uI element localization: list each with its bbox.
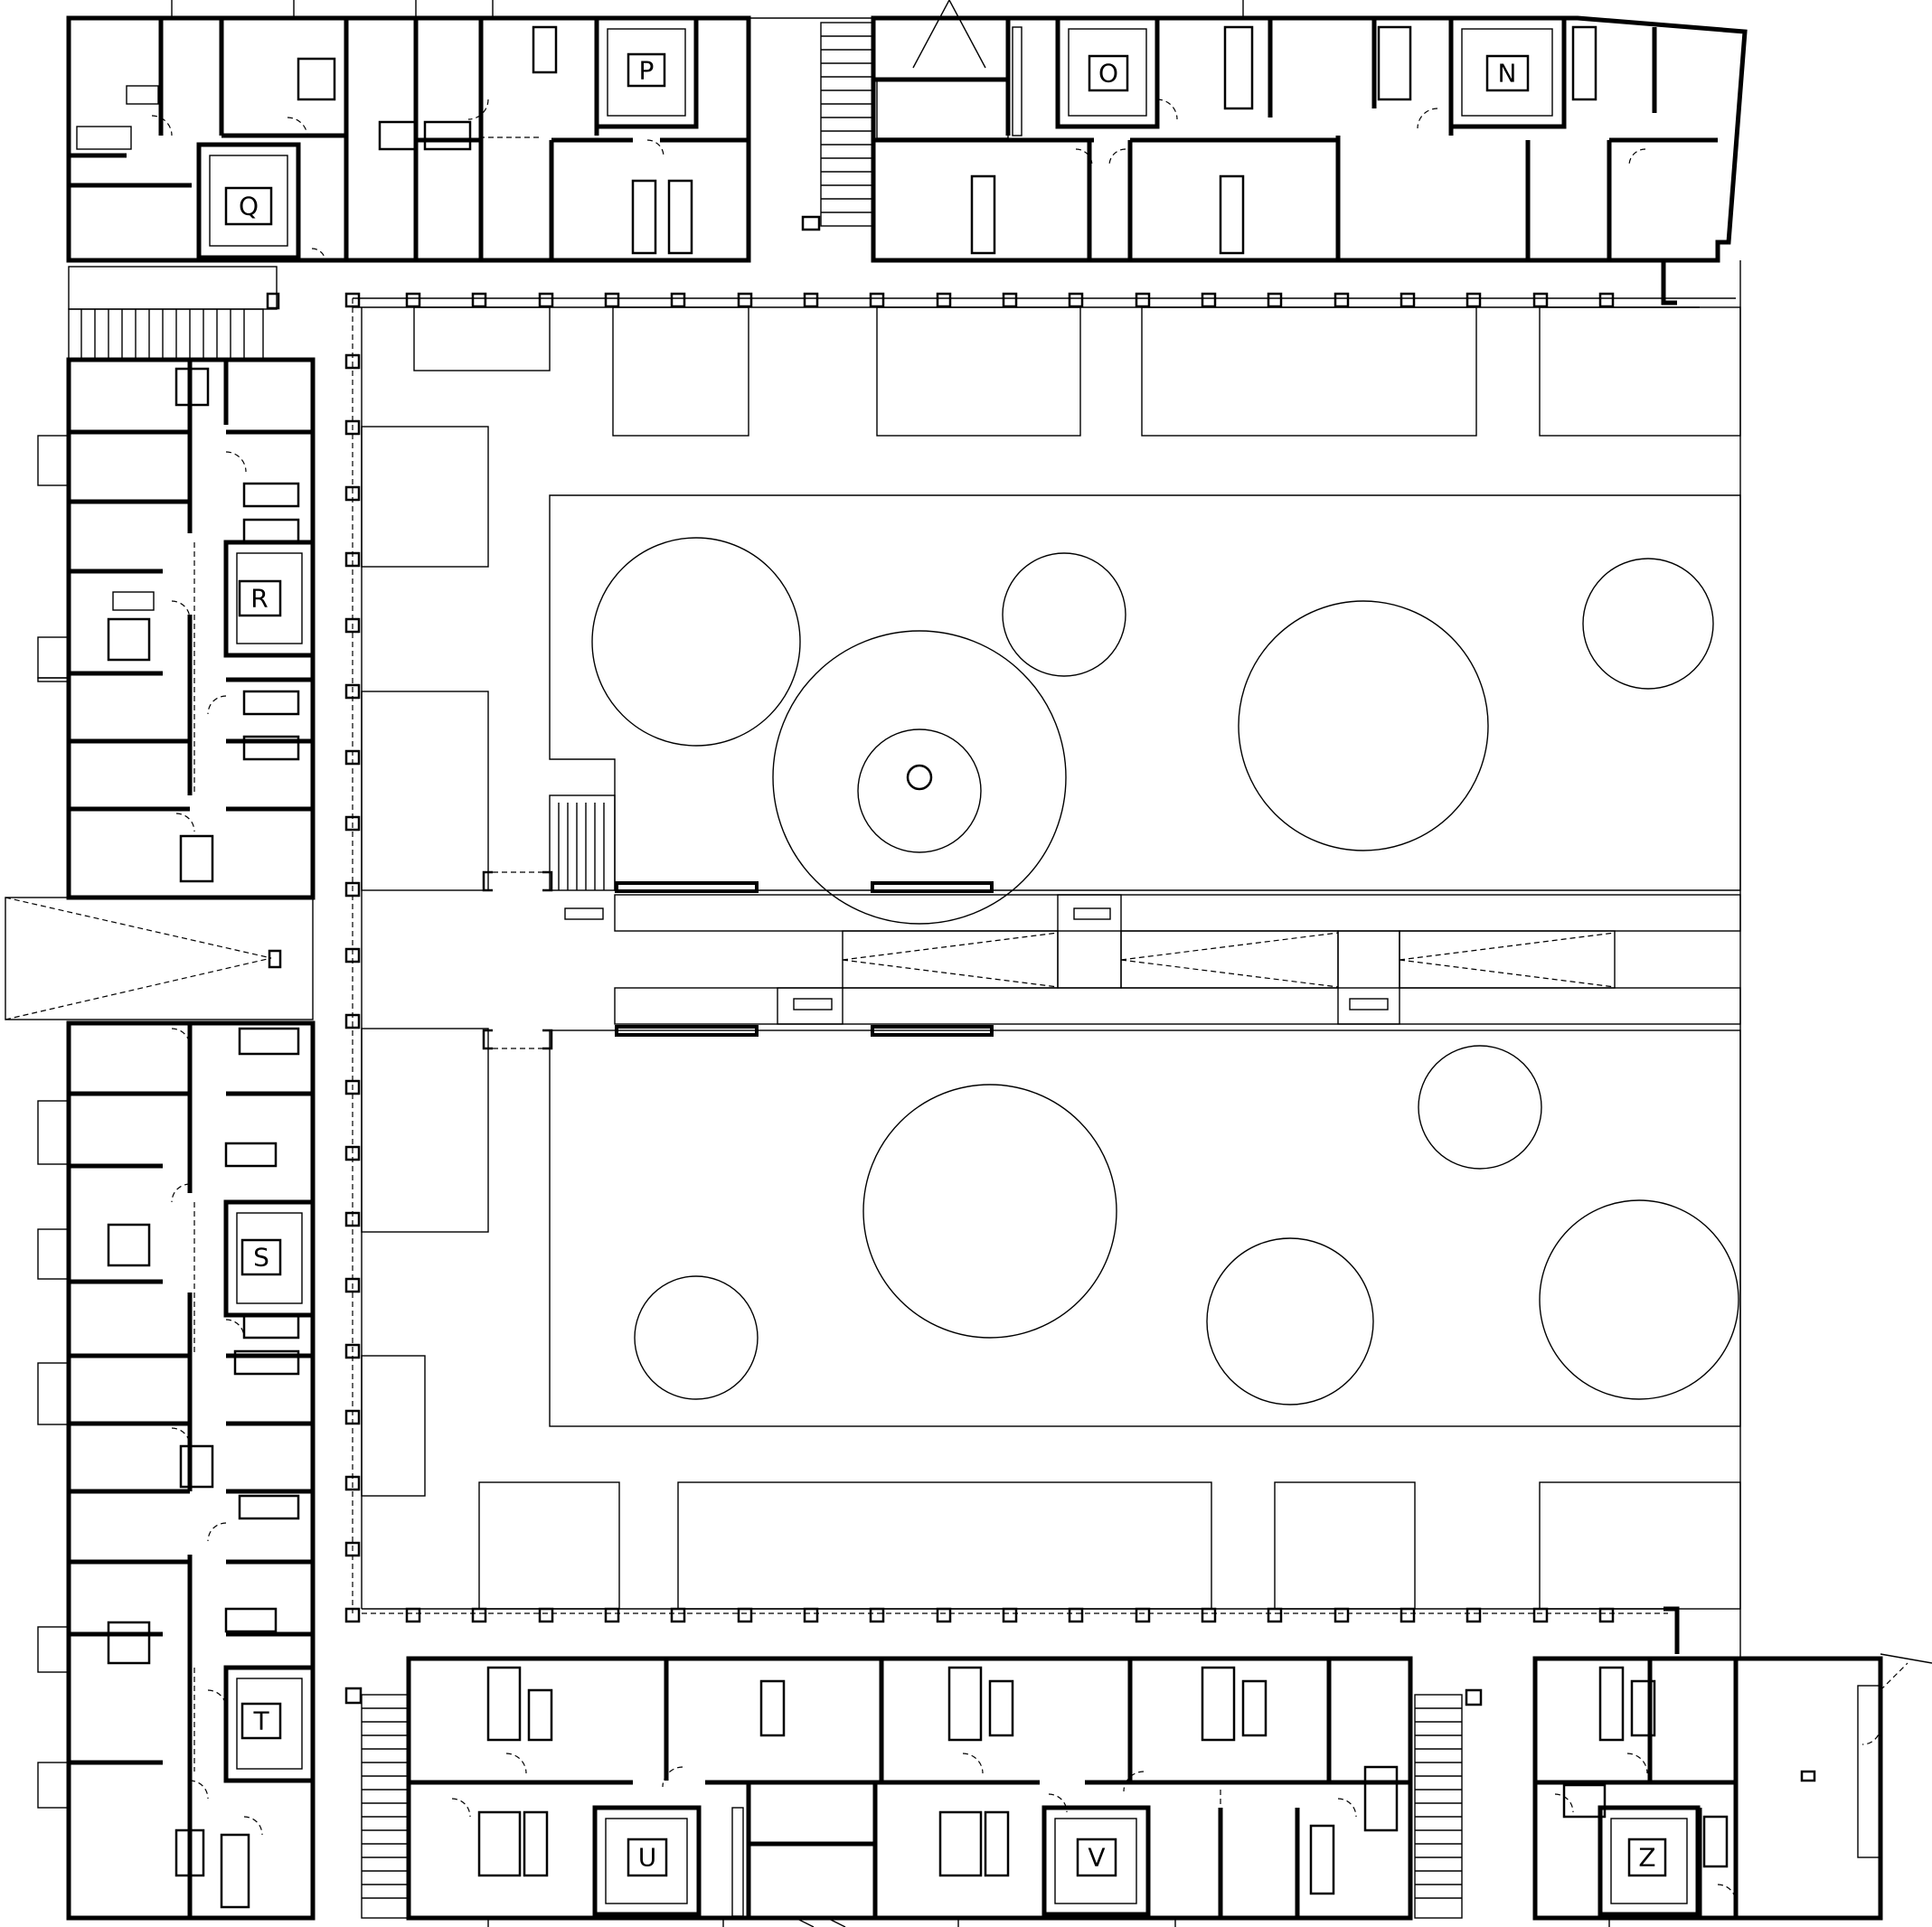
site-edge-ticks [171, 0, 1610, 1927]
ramp-left [5, 897, 314, 1020]
core-label-s: S [253, 1243, 269, 1273]
building-left-upper [37, 357, 316, 900]
building-bottom-uv [406, 1656, 1413, 1921]
core-labels: P O N Q R S T U V Z [239, 56, 1656, 1873]
core-label-t: T [252, 1706, 269, 1736]
colonnade-posts [344, 260, 1680, 1654]
courtyard [352, 260, 1741, 1659]
stair-top-center [749, 17, 874, 231]
building-top-left [66, 15, 751, 263]
core-label-v: V [1088, 1843, 1105, 1873]
building-left-lower [37, 1020, 316, 1921]
core-label-z: Z [1638, 1843, 1655, 1873]
core-label-o: O [1098, 59, 1118, 89]
core-label-r: R [250, 584, 268, 614]
core-label-q: Q [239, 192, 259, 221]
core-label-n: N [1498, 59, 1517, 89]
stair-bottom-left [344, 1687, 410, 1919]
building-bottom-z [1532, 1653, 1932, 1921]
stair-bottom-right [1414, 1688, 1483, 1919]
stair-left-upper [68, 266, 280, 361]
core-label-p: P [639, 56, 655, 86]
core-label-u: U [638, 1843, 657, 1873]
building-top-right [871, 0, 1748, 263]
